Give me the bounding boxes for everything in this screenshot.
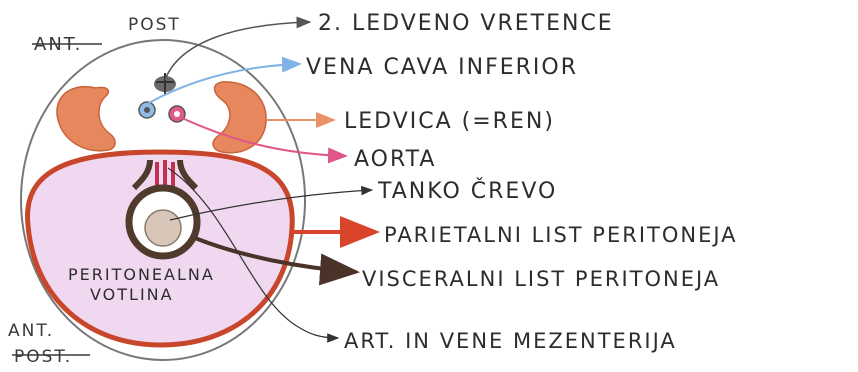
corner-top-post: POST xyxy=(128,15,181,35)
label-aorta: AORTA xyxy=(354,147,436,172)
vertebra-cross xyxy=(156,73,174,95)
arrow-mesentery xyxy=(167,167,340,343)
label-mesentery: ART. IN VENE MEZENTERIJA xyxy=(344,329,677,353)
aorta-lumen xyxy=(174,111,180,117)
label-parietal: PARIETALNI LIST PERITONEJA xyxy=(384,223,738,247)
corner-bottom-ant: ANT. xyxy=(8,321,54,341)
left-kidney xyxy=(56,85,116,152)
label-vertebra: 2. LEDVENO VRETENCE xyxy=(318,11,614,36)
label-intestine: TANKO ČREVO xyxy=(377,178,557,204)
cavity-label-line2: VOTLINA xyxy=(90,285,174,304)
arrow-visceral xyxy=(194,236,360,286)
cavity-label-line1: PERITONEALNA xyxy=(68,265,215,284)
intestine-lumen xyxy=(144,209,182,247)
vena-cava-lumen xyxy=(144,107,150,113)
label-kidney: LEDVICA (=REN) xyxy=(344,109,555,134)
arrow-vertebra xyxy=(164,16,312,81)
label-visceral: VISCERALNI LIST PERITONEJA xyxy=(362,267,720,291)
label-vena-cava: VENA CAVA INFERIOR xyxy=(306,55,578,80)
corner-bottom-post: POST. xyxy=(14,347,72,367)
mesentery-root xyxy=(131,159,199,191)
arrow-aorta xyxy=(181,117,348,164)
arrow-vena-cava xyxy=(146,56,302,105)
arrow-intestine xyxy=(169,185,374,221)
